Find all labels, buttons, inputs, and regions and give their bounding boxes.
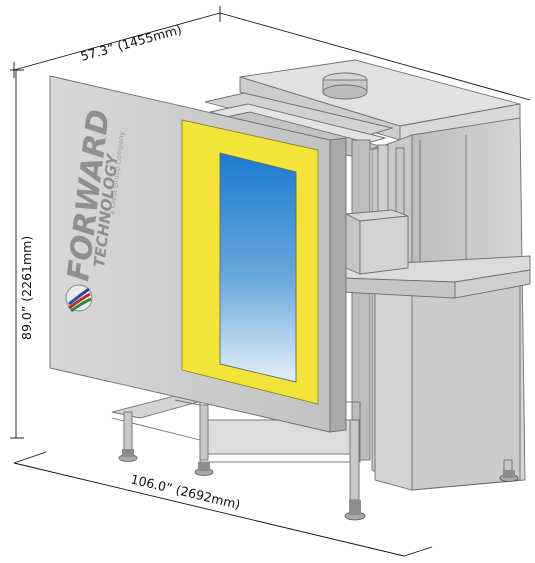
width-label: 106.0” (2692mm) bbox=[129, 471, 242, 512]
dimension-width: 106.0” (2692mm) bbox=[13, 451, 433, 557]
depth-label: 57.3” (1455mm) bbox=[79, 22, 183, 64]
dimension-height: 89.0” (2261mm) bbox=[10, 69, 34, 439]
logo-swoosh-icon bbox=[65, 284, 93, 313]
viewing-window bbox=[219, 152, 297, 383]
base-frame bbox=[111, 395, 519, 521]
height-label: 89.0” (2261mm) bbox=[19, 236, 34, 340]
actuator-box bbox=[344, 209, 409, 275]
lower-right-cabinet bbox=[374, 277, 521, 491]
window-frame bbox=[181, 119, 319, 405]
